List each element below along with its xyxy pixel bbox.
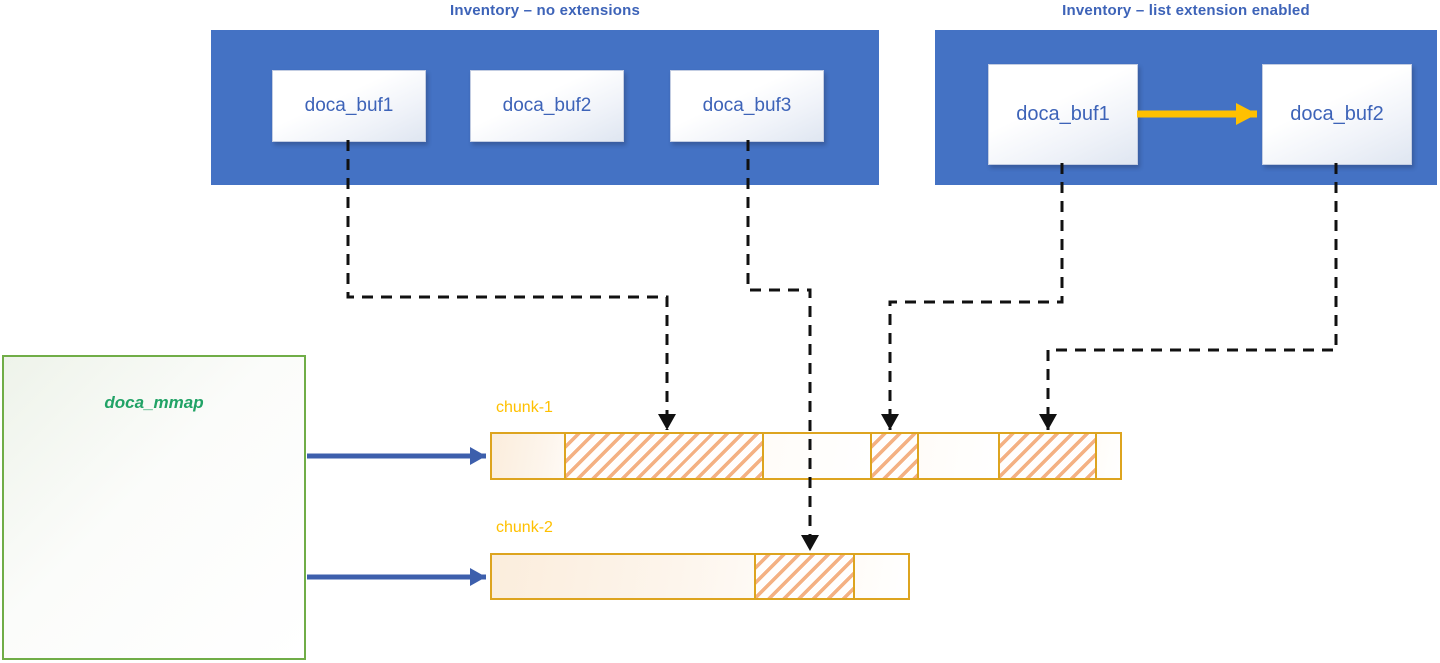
chunk-segment-free (492, 434, 564, 478)
chunk-segment-hatched (754, 555, 853, 598)
chunk-segment-free (1095, 434, 1120, 478)
chunk-segment-hatched (564, 434, 762, 478)
chunk-1-label: chunk-1 (496, 399, 553, 416)
buffer-box-doca-buf2: doca_buf2 (470, 70, 624, 142)
chunk-segment-free (762, 434, 870, 478)
chunk-segment-free (853, 555, 908, 598)
chunk-segment-free (917, 434, 998, 478)
dashed-connector-buf3-to-chunk2 (746, 140, 819, 551)
chunk-2-bar (490, 553, 910, 600)
buffer-box-doca-buf1: doca_buf1 (272, 70, 426, 142)
inventory-list-extension-box: doca_buf1 doca_buf2 (935, 30, 1437, 185)
buffer-box-doca-buf2-list: doca_buf2 (1262, 64, 1412, 165)
buffer-label: doca_buf2 (502, 95, 592, 116)
inventory-list-extension-title: Inventory – list extension enabled (1062, 2, 1310, 19)
dashed-connector-list-buf2-to-chunk1 (1039, 163, 1338, 430)
chunk-2-label: chunk-2 (496, 519, 553, 536)
chunk-segment-hatched (998, 434, 1095, 478)
chunk-segment-hatched (870, 434, 917, 478)
doca-mmap-label: doca_mmap (104, 393, 204, 412)
doca-mmap-box: doca_mmap (2, 355, 306, 660)
dashed-connector-list-buf1-to-chunk1 (881, 163, 1064, 430)
buffer-label: doca_buf1 (304, 95, 394, 116)
chunk-segment-free (492, 555, 754, 598)
inventory-no-extensions-box: doca_buf1 doca_buf2 doca_buf3 (211, 30, 879, 185)
inventory-no-extensions-title: Inventory – no extensions (449, 2, 641, 19)
buffer-label: doca_buf1 (1016, 103, 1110, 125)
buffer-label: doca_buf3 (702, 95, 792, 116)
buffer-box-doca-buf1-list: doca_buf1 (988, 64, 1138, 165)
buffer-box-doca-buf3: doca_buf3 (670, 70, 824, 142)
buffer-label: doca_buf2 (1290, 103, 1384, 125)
chunk-1-bar (490, 432, 1122, 480)
